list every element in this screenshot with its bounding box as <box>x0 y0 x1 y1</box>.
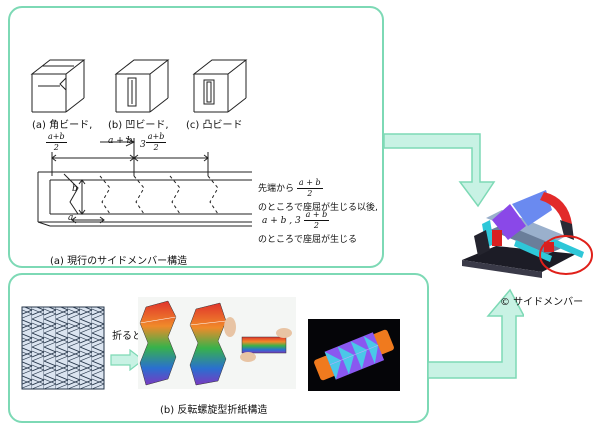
origami-tube-rendering <box>308 319 400 391</box>
note-line-1-num: a + b <box>296 178 323 189</box>
origami-crease-pattern <box>21 306 105 390</box>
dim-last-num: a+b <box>145 132 167 143</box>
corner-bead-profile <box>30 59 86 113</box>
bead-label-convex: (c) 凸ビード <box>186 120 243 131</box>
folded-origami-photos <box>138 297 296 389</box>
note-line-3-den: 2 <box>313 221 319 230</box>
fold-arrow-icon <box>110 349 144 371</box>
bead-profiles-drawing <box>30 59 248 113</box>
arrow-from-origami-structure <box>428 288 524 379</box>
panel-a-caption: (a) 現行のサイドメンバー構造 <box>50 256 188 267</box>
dim-label-b: b <box>72 184 78 194</box>
panel-current-structure: (a) 角ビード, (b) 凹ビード, (c) 凸ビード <box>8 6 384 268</box>
note-line-4: のところで座屈が生じる <box>258 235 358 245</box>
dim-last-coef: 3 <box>140 140 146 150</box>
dim-first-num: a+b <box>46 132 67 143</box>
note-line-2: のところで座屈が生じる以後, <box>258 203 378 213</box>
side-member-3d-rendering <box>462 190 593 278</box>
convex-bead-profile <box>192 59 248 113</box>
note-line-1-prefix: 先端から <box>258 184 295 194</box>
fold-label: 折ると <box>112 331 142 342</box>
side-member-caption: © サイドメンバー <box>500 297 584 308</box>
note-line-1-den: 2 <box>307 189 313 198</box>
note-line-3-num: a + b <box>303 210 330 221</box>
panel-b-caption: (b) 反転螺旋型折紙構造 <box>160 405 268 416</box>
dim-label-middle: a + b <box>108 136 133 146</box>
panel-origami-structure: 折ると <box>8 273 429 423</box>
dim-label-a: a <box>68 213 74 223</box>
concave-bead-profile <box>114 59 170 113</box>
note-line-3-prefix: a + b , 3 <box>262 216 301 226</box>
bead-label-corner: (a) 角ビード, <box>32 120 93 131</box>
side-member-structure-drawing <box>37 137 252 227</box>
bead-label-concave: (b) 凹ビード, <box>108 120 169 131</box>
arrow-from-current-structure <box>384 133 496 208</box>
dim-first-den: 2 <box>53 143 59 152</box>
dim-last-den: 2 <box>153 143 159 152</box>
